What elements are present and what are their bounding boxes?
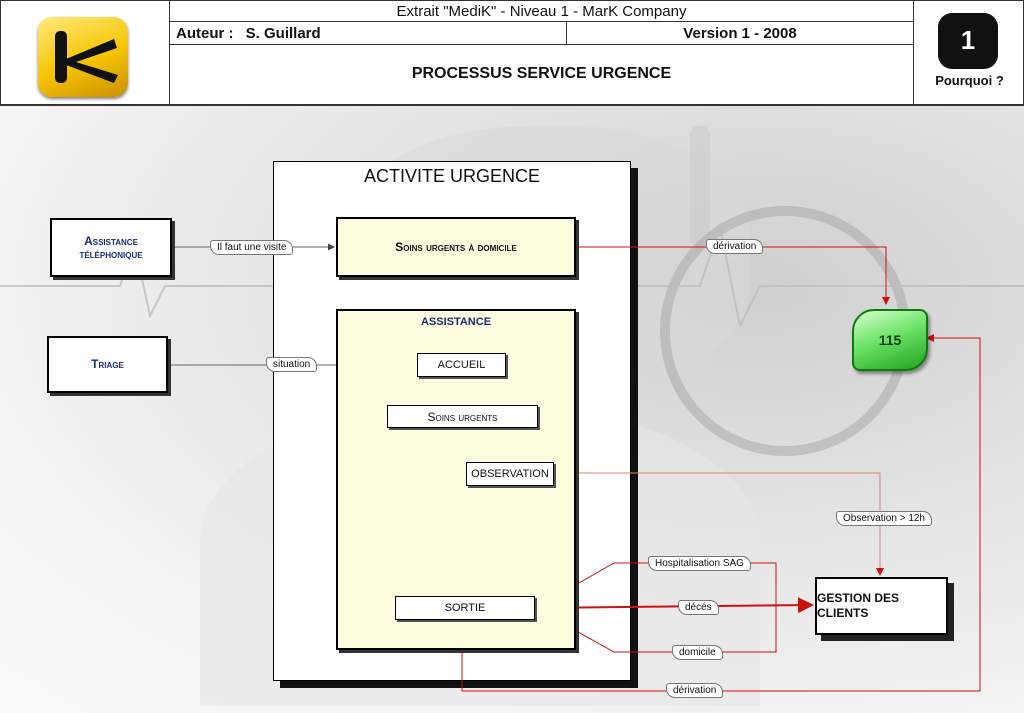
author-name: S. Guillard	[245, 25, 321, 42]
level-badge[interactable]: 1	[938, 13, 998, 69]
version-field: Version 1 - 2008	[566, 21, 914, 45]
label-derivation-top: dérivation	[706, 239, 764, 254]
author-label: Auteur :	[176, 25, 234, 42]
soins-urgents-node[interactable]: Soins urgents	[387, 405, 538, 428]
label-observation-12h: Observation > 12h	[836, 511, 932, 526]
level-cell: 1 Pourquoi ?	[913, 0, 1024, 105]
why-link[interactable]: Pourquoi ?	[935, 73, 1004, 88]
header-bar: Extrait "MediK" - Niveau 1 - MarK Compan…	[0, 0, 1024, 106]
triage-node[interactable]: Triage	[47, 336, 168, 393]
label-deces: décés	[678, 600, 719, 615]
label-derivation-bottom: dérivation	[666, 683, 724, 698]
label-visite: Il faut une visite	[210, 240, 294, 255]
process-title: PROCESSUS SERVICE URGENCE	[169, 44, 914, 105]
doc-title: Extrait "MediK" - Niveau 1 - MarK Compan…	[169, 0, 914, 22]
author-field: Auteur : S. Guillard	[169, 21, 567, 45]
label-domicile: domicile	[672, 645, 723, 660]
k-logo-icon	[38, 17, 128, 97]
accueil-node[interactable]: ACCUEIL	[417, 353, 506, 377]
background-stethoscope-tube	[690, 126, 710, 246]
gestion-clients-node[interactable]: GESTION DES CLIENTS	[815, 577, 948, 635]
assistance-telephonique-node[interactable]: Assistance téléphonique	[50, 218, 172, 277]
activite-urgence-title: ACTIVITE URGENCE	[363, 166, 541, 186]
label-situation: situation	[266, 357, 318, 372]
logo-cell	[0, 0, 170, 105]
node-115[interactable]: 115	[852, 309, 928, 371]
soins-urgents-domicile-node[interactable]: Soins urgents à domicile	[336, 217, 576, 277]
assistance-title: ASSISTANCE	[420, 316, 492, 328]
observation-node[interactable]: OBSERVATION	[466, 462, 554, 486]
label-hospitalisation: Hospitalisation SAG	[648, 556, 751, 571]
sortie-node[interactable]: SORTIE	[395, 596, 535, 620]
